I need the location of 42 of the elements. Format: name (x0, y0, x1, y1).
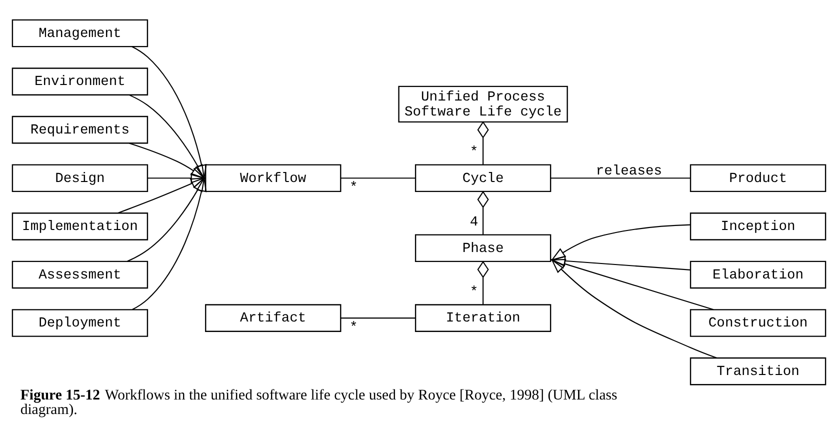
edge-label: * (470, 285, 478, 300)
caption: Figure 15-12 Workflows in the unified software life cycle used by Royce [Royce, 1998] (UML class diagram). (20, 387, 618, 418)
arrow (132, 176, 207, 310)
node-box: Assessment (12, 260, 148, 289)
node-box: Elaboration (690, 260, 826, 289)
node-box: Transition (690, 357, 826, 386)
edge-label: * (350, 180, 358, 196)
edge-label: * (470, 145, 478, 160)
edge-label: 4 (470, 215, 478, 230)
node-box: Product (690, 164, 826, 192)
arrow (129, 142, 206, 180)
node-box: Phase (414, 234, 552, 262)
arrow (550, 258, 714, 310)
connector (477, 190, 489, 235)
arrow (148, 172, 206, 184)
node-box: Implementation (12, 212, 148, 240)
node-box: Construction (690, 309, 826, 337)
node-box: Deployment (12, 309, 148, 337)
node-box: Design (12, 164, 148, 192)
node-box: Iteration (414, 304, 552, 332)
arrow (550, 224, 690, 261)
node-box: Artifact (205, 304, 342, 332)
arrow (118, 177, 206, 214)
node-box: Requirements (12, 116, 148, 144)
arrow (128, 94, 205, 180)
node-box: Cycle (414, 164, 552, 192)
node-box: Management (12, 19, 148, 48)
arrow (127, 176, 205, 262)
node-box: Environment (12, 68, 148, 96)
edge-label: releases (596, 164, 662, 180)
connector (340, 178, 416, 179)
node-box: Unified Process Software Life cycle (398, 86, 568, 123)
connector (340, 318, 416, 319)
arrow (132, 46, 207, 180)
edge-label: * (350, 320, 358, 336)
connector (477, 121, 489, 165)
arrow (550, 256, 691, 270)
connector (477, 260, 489, 305)
node-box: Workflow (205, 164, 342, 192)
arrow (550, 258, 717, 358)
node-box: Inception (690, 212, 826, 240)
connector (550, 178, 690, 179)
